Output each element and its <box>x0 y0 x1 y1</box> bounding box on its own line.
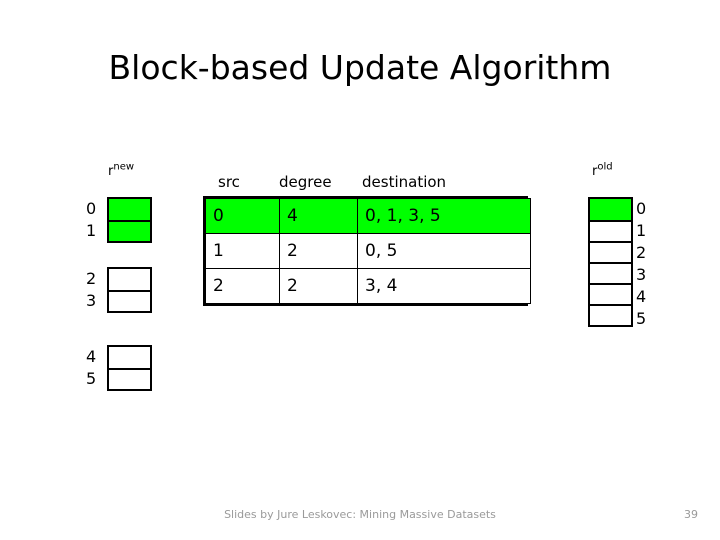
r-new-rowlabel-3: 3 <box>86 291 97 310</box>
edge-table-headers: src degree destination <box>203 174 528 194</box>
r-new-vector: rnew 0 1 2 3 4 5 <box>82 161 162 395</box>
r-new-block-0[interactable] <box>107 197 152 243</box>
cell-destination: 0, 1, 3, 5 <box>357 198 531 234</box>
cell-destination: 0, 5 <box>357 233 531 269</box>
r-new-cell-0[interactable] <box>109 199 150 220</box>
cell-destination: 3, 4 <box>357 268 531 304</box>
r-new-rowlabel-5: 5 <box>86 369 97 388</box>
table-row[interactable]: 0 4 0, 1, 3, 5 <box>205 198 531 234</box>
table-row[interactable]: 1 2 0, 5 <box>205 233 531 269</box>
r-new-label: rnew <box>108 161 135 179</box>
r-old-label: rold <box>592 161 613 179</box>
r-new-label-superscript: new <box>113 161 135 173</box>
cell-degree: 4 <box>279 198 358 234</box>
r-old-cell-2[interactable] <box>590 241 631 262</box>
r-old-column[interactable] <box>588 197 633 327</box>
r-old-label-base: r <box>592 164 598 179</box>
r-old-cell-3[interactable] <box>590 262 631 283</box>
r-new-cell-4[interactable] <box>109 347 150 368</box>
r-new-block-2[interactable] <box>107 345 152 391</box>
cell-src: 1 <box>205 233 280 269</box>
r-old-rowlabel-5: 5 <box>636 309 647 328</box>
r-new-label-base: r <box>108 164 114 179</box>
r-old-rowlabel-3: 3 <box>636 265 647 284</box>
r-new-cell-5[interactable] <box>109 368 150 389</box>
column-header-destination: destination <box>362 173 447 191</box>
cell-src: 2 <box>205 268 280 304</box>
r-old-rowlabel-2: 2 <box>636 243 647 262</box>
r-old-rowlabel-1: 1 <box>636 221 647 240</box>
r-old-cell-0[interactable] <box>590 199 631 220</box>
r-old-cell-4[interactable] <box>590 283 631 304</box>
footer-page-number: 39 <box>684 508 698 521</box>
column-header-degree: degree <box>279 173 332 191</box>
r-new-rowlabel-0: 0 <box>86 199 97 218</box>
edge-table: 0 4 0, 1, 3, 5 1 2 0, 5 2 2 3, 4 <box>203 196 531 306</box>
r-old-rowlabel-0: 0 <box>636 199 647 218</box>
r-new-rowlabel-2: 2 <box>86 269 97 288</box>
cell-degree: 2 <box>279 233 358 269</box>
cell-degree: 2 <box>279 268 358 304</box>
cell-src: 0 <box>205 198 280 234</box>
footer-credit: Slides by Jure Leskovec: Mining Massive … <box>224 508 496 521</box>
r-old-label-superscript: old <box>597 161 613 173</box>
column-header-src: src <box>218 173 240 191</box>
r-old-cell-5[interactable] <box>590 304 631 325</box>
r-old-vector: rold 0 1 2 3 4 5 <box>588 161 658 330</box>
r-new-block-1[interactable] <box>107 267 152 313</box>
r-new-cell-1[interactable] <box>109 220 150 241</box>
table-row[interactable]: 2 2 3, 4 <box>205 268 531 304</box>
r-new-cell-3[interactable] <box>109 290 150 311</box>
r-old-cell-1[interactable] <box>590 220 631 241</box>
r-old-rowlabel-4: 4 <box>636 287 647 306</box>
r-new-cell-2[interactable] <box>109 269 150 290</box>
r-new-rowlabel-4: 4 <box>86 347 97 366</box>
page-title: Block-based Update Algorithm <box>108 48 612 87</box>
r-new-rowlabel-1: 1 <box>86 221 97 240</box>
